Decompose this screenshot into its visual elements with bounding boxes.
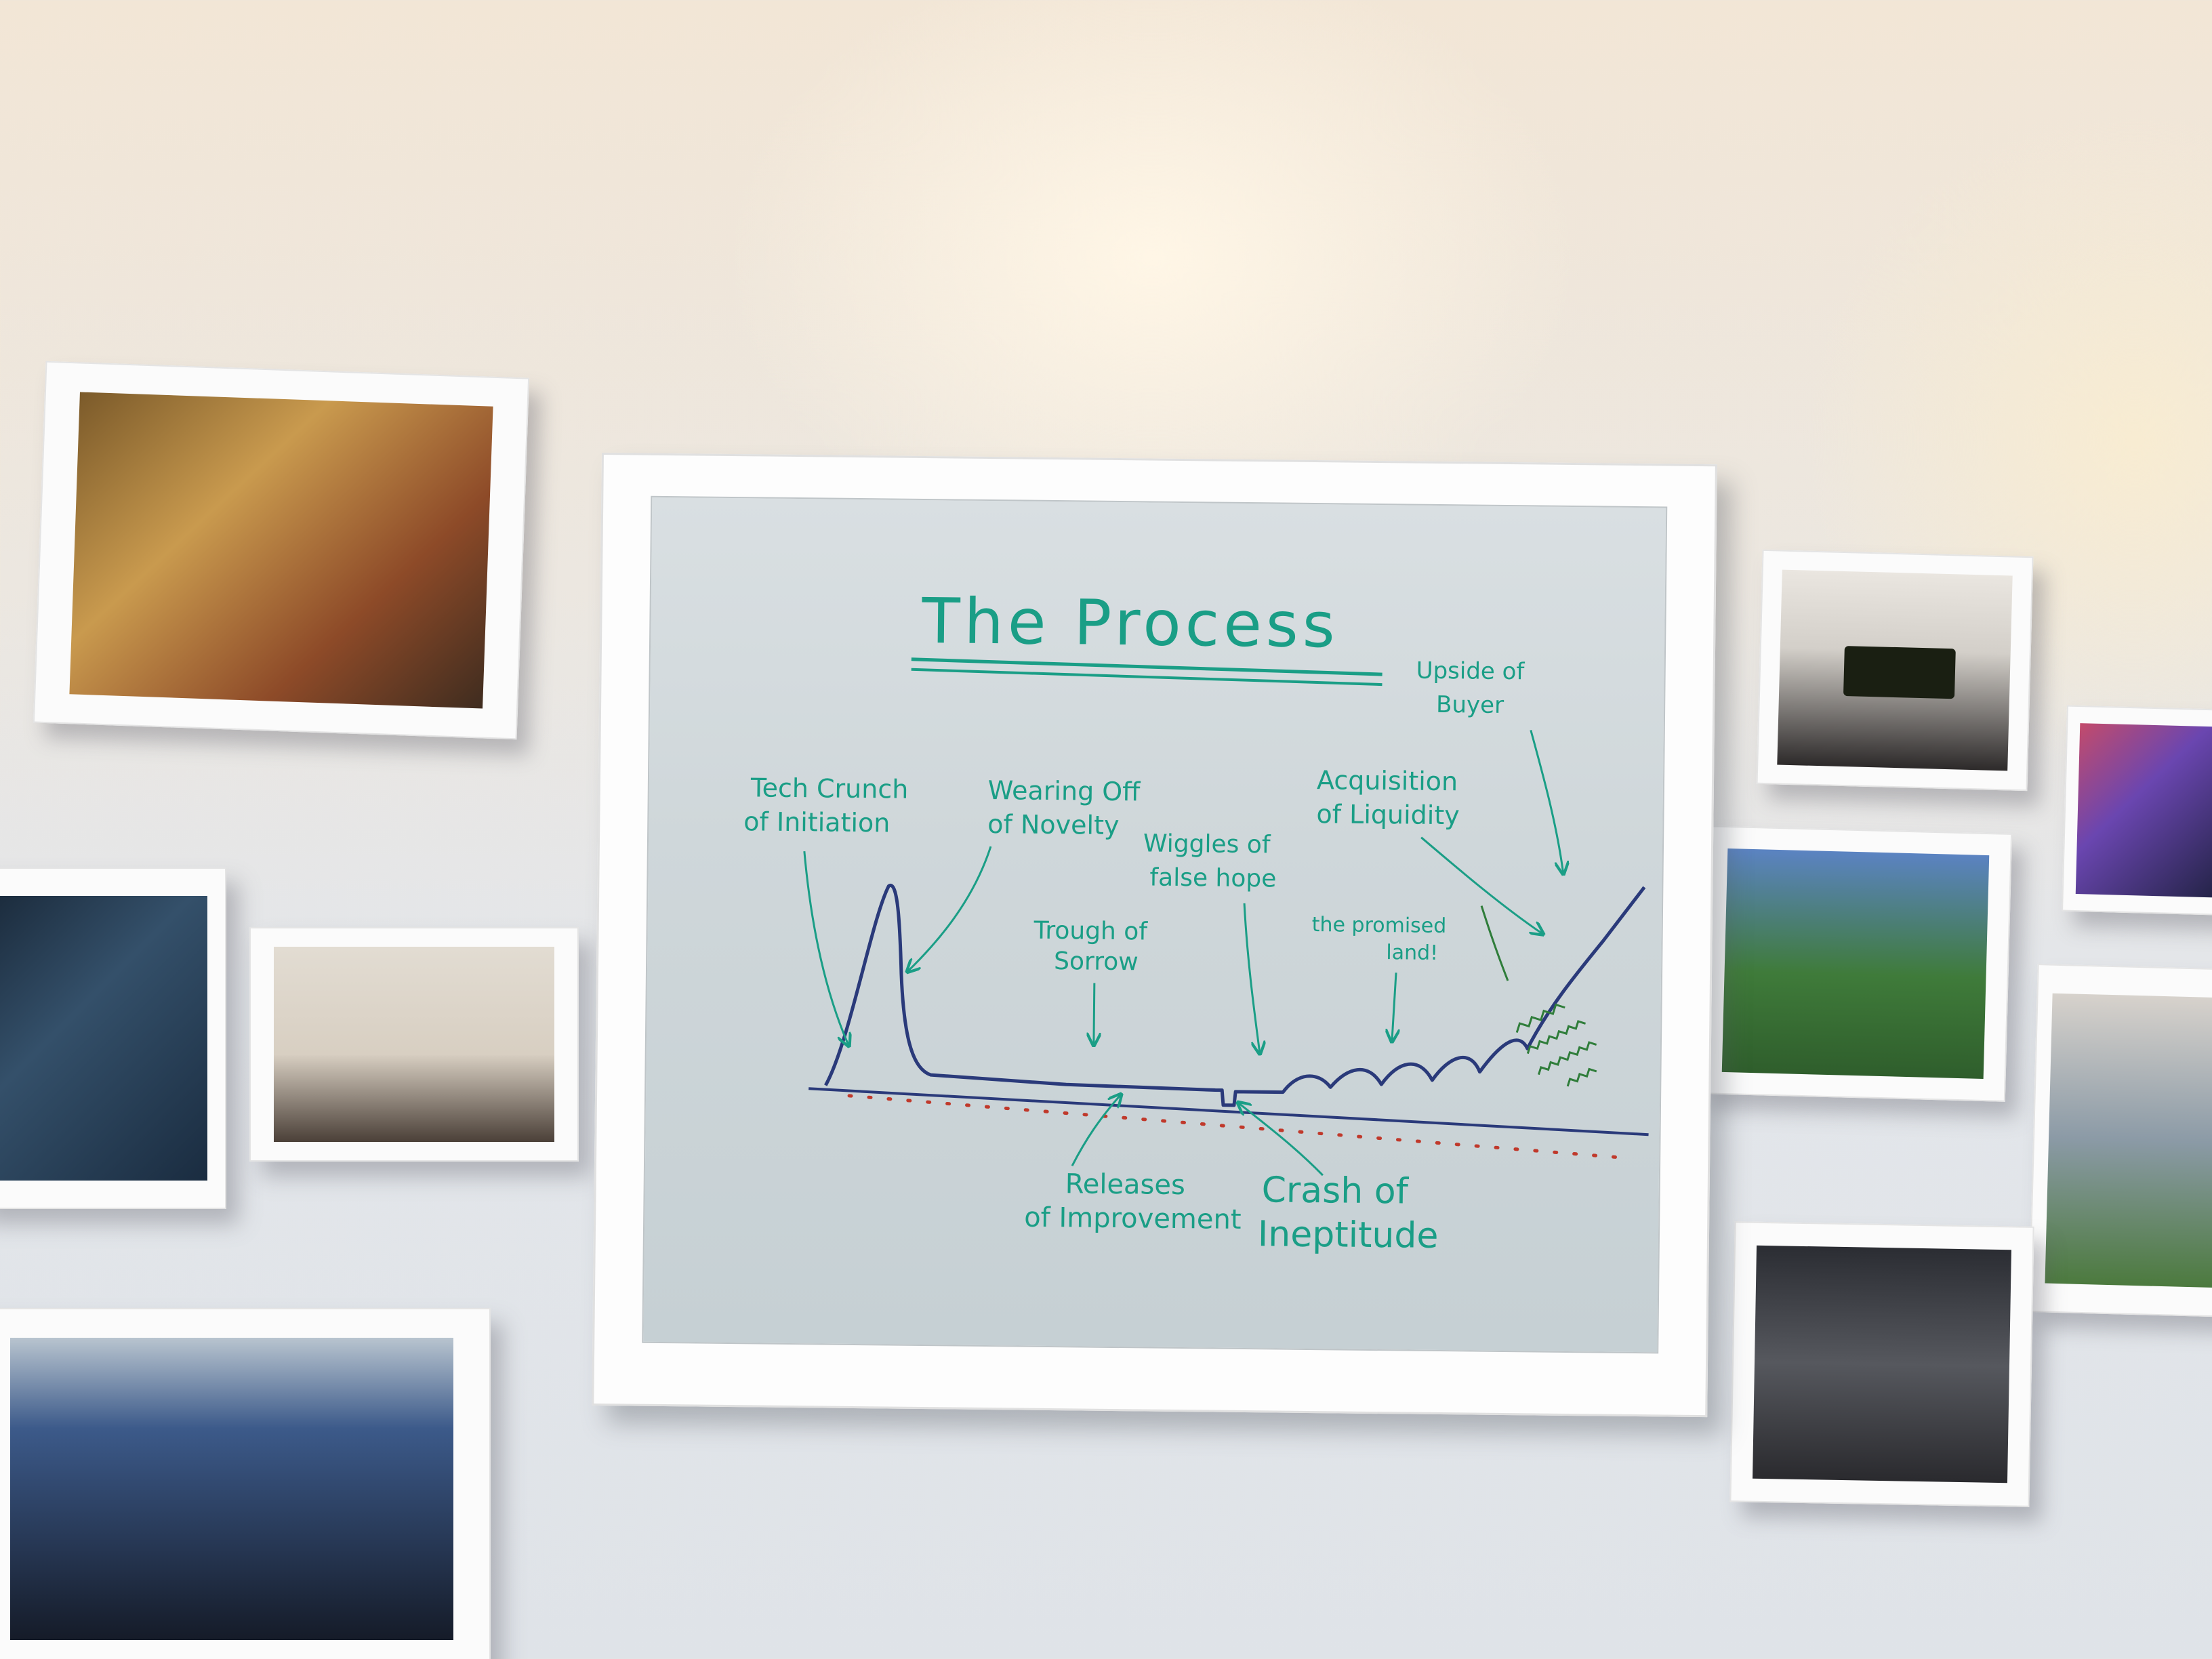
- label-tech-crunch-line2: of Initiation: [743, 806, 890, 838]
- photo-frame-device: [1756, 549, 2034, 792]
- label-promised-line1: the promised: [1312, 913, 1447, 938]
- label-trough-line2: Sorrow: [1054, 947, 1139, 976]
- whiteboard-title: The Process: [921, 585, 1339, 661]
- team-photo: [10, 1338, 453, 1640]
- label-wearing-off-line2: of Novelty: [987, 809, 1120, 840]
- label-upside-line2: Buyer: [1436, 691, 1504, 719]
- label-upside-line1: Upside of: [1416, 657, 1525, 686]
- outdoor-group-photo: [1722, 848, 1989, 1079]
- dark-room-photo: [1752, 1245, 2012, 1483]
- label-releases-line1: Releases: [1065, 1168, 1185, 1201]
- lcd-display: [1843, 645, 1956, 699]
- portrait-photo: [0, 896, 208, 1181]
- scribbled-note: [1515, 1003, 1597, 1087]
- photo-frame-stage: [2062, 705, 2212, 916]
- group-photo: [69, 392, 493, 709]
- label-crash-line2: Ineptitude: [1258, 1214, 1439, 1256]
- photo-frame-dark: [1729, 1221, 2034, 1507]
- trend-dots: [847, 1094, 1630, 1160]
- photo-frame-outdoor: [1698, 825, 2013, 1102]
- title-underline-2: [911, 668, 1382, 687]
- label-acquisition-line1: Acquisition: [1317, 765, 1458, 796]
- baseline: [808, 1087, 1649, 1136]
- arrow-scribbled-note: [1480, 905, 1509, 981]
- photo-frame-top-left: [33, 361, 530, 740]
- whiteboard: The Process Tech Crunch of Initiation We…: [642, 495, 1668, 1354]
- stage-photo: [2075, 723, 2212, 898]
- label-releases-line2: of Improvement: [1024, 1202, 1242, 1235]
- arrow-acquisition: [1420, 836, 1543, 934]
- title-underline-1: [911, 657, 1382, 676]
- office-photo: [273, 947, 555, 1142]
- arrow-tech-crunch: [803, 851, 851, 1045]
- whiteboard-drawing: The Process Tech Crunch of Initiation We…: [743, 585, 1649, 1256]
- label-promised-line2: land!: [1386, 941, 1438, 965]
- arrow-wearing-off: [908, 846, 992, 972]
- photo-frame-office: [249, 927, 579, 1162]
- label-wearing-off-line1: Wearing Off: [988, 775, 1141, 806]
- photo-frame-bottom-left: [0, 1308, 491, 1659]
- photo-frame-event: [2028, 964, 2212, 1317]
- photo-frame-mid-left: [0, 867, 226, 1209]
- label-wiggles-line2: false hope: [1149, 864, 1276, 893]
- label-crash-line1: Crash of: [1261, 1170, 1410, 1212]
- arrow-releases: [1071, 1094, 1120, 1167]
- event-photo: [2045, 993, 2212, 1288]
- label-trough-line1: Trough of: [1033, 917, 1148, 946]
- arrow-crash: [1238, 1103, 1324, 1176]
- arrow-promised: [1392, 972, 1396, 1040]
- whiteboard-frame: The Process Tech Crunch of Initiation We…: [592, 453, 1717, 1418]
- arrow-wiggles: [1243, 903, 1261, 1052]
- label-tech-crunch-line1: Tech Crunch: [750, 773, 909, 804]
- arrow-upside: [1530, 729, 1565, 873]
- lcd-device-photo: [1777, 569, 2013, 771]
- label-acquisition-line2: of Liquidity: [1316, 799, 1460, 830]
- label-wiggles-line1: Wiggles of: [1143, 830, 1271, 859]
- process-curve: [824, 883, 1646, 1107]
